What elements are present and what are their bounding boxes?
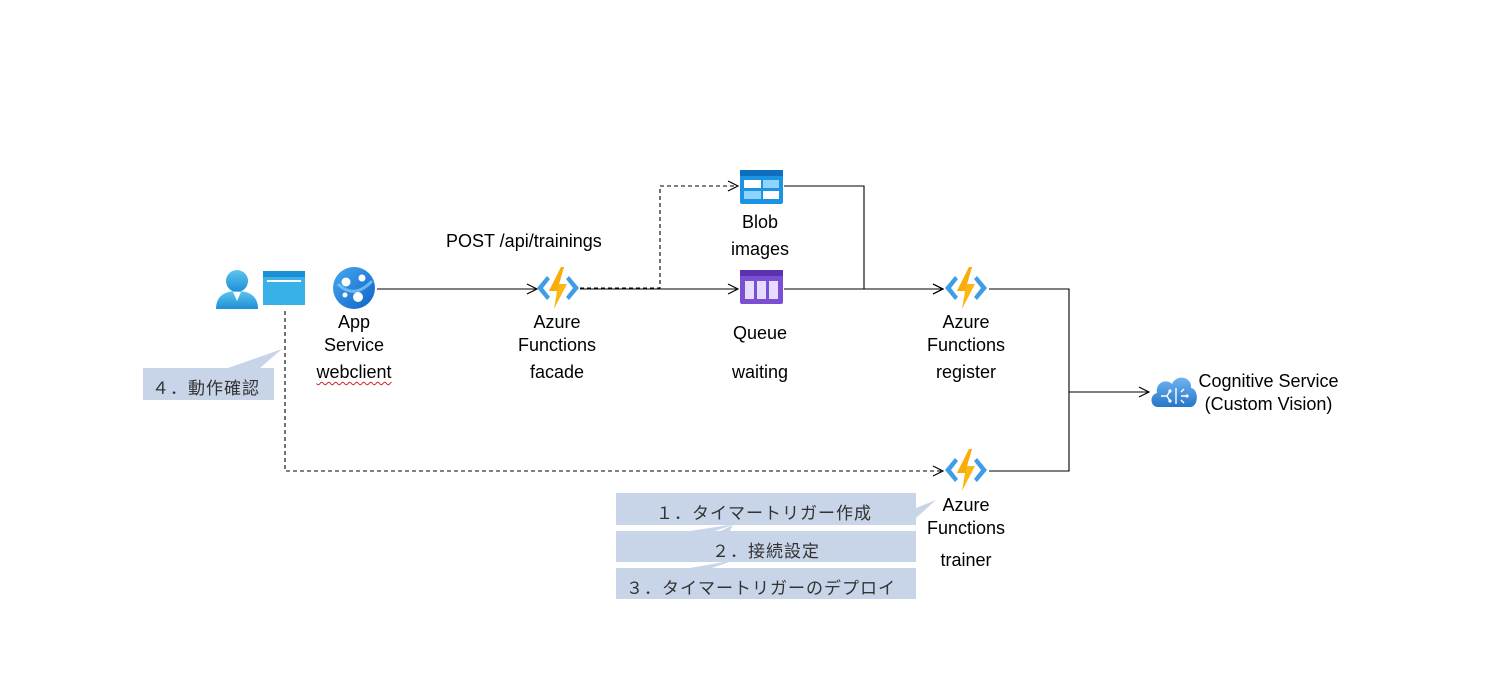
blob-label-line2: images [730,239,790,259]
connectors [284,185,1149,472]
edge-register-to-join [989,288,1070,392]
app-service-icon [333,267,375,309]
callout-step3-text: ３．タイマートリガーのデプロイ [626,579,896,599]
trainer-label-line1: Azure [942,495,990,515]
trainer-name: trainer [940,550,992,570]
register-functions-icon [945,267,987,309]
register-label: Azure Functions [921,311,1011,357]
cognitive-service-label-line2: (Custom Vision) [1204,394,1333,414]
cognitive-service-cloud-icon [1151,377,1197,407]
post-endpoint-label: POST /api/trainings [446,231,602,251]
callout-step1-shape [616,493,936,525]
callout-step2-text: ２．接続設定 [712,542,820,562]
user-icon [216,270,258,309]
app-service-label: App Service [314,311,394,357]
queue-storage-icon [740,270,783,304]
app-service-label-line2: Service [323,335,385,355]
facade-functions-icon [537,267,579,309]
queue-label: Queue [732,323,788,343]
register-label-line2: Functions [926,335,1006,355]
blob-label-line1: Blob [741,212,779,232]
register-name: register [935,362,997,382]
trainer-label: Azure Functions [921,494,1011,540]
webclient-name: webclient [316,362,392,382]
edge-facade-to-blob [580,186,738,289]
app-service-label-line1: App [337,312,371,332]
facade-label: Azure Functions [512,311,602,357]
callouts [143,349,936,599]
callout-step3-body [616,568,916,599]
callout-step2-body [616,531,916,562]
cognitive-service-label: Cognitive Service (Custom Vision) [1196,370,1341,416]
edge-blob-to-register [784,185,943,289]
register-label-line1: Azure [942,312,990,332]
facade-label-line2: Functions [517,335,597,355]
edge-trainer-to-join [989,392,1070,472]
callout-step4-shape [143,349,282,400]
facade-label-line1: Azure [533,312,581,332]
browser-icon [263,271,305,305]
callout-step4-text: ４．動作確認 [152,379,260,399]
cognitive-service-label-line1: Cognitive Service [1198,371,1339,391]
edge-browser-to-trainer [284,311,943,471]
trainer-label-line2: Functions [926,518,1006,538]
callout-step1-text: １．タイマートリガー作成 [656,504,872,524]
callout-step3-pointer [690,560,735,568]
queue-name: waiting [731,362,789,382]
blob-label: Blob images [720,209,800,263]
facade-name: facade [529,362,585,382]
callout-step2-pointer [690,524,735,531]
trainer-functions-icon [945,449,987,491]
blob-storage-icon [740,170,783,204]
